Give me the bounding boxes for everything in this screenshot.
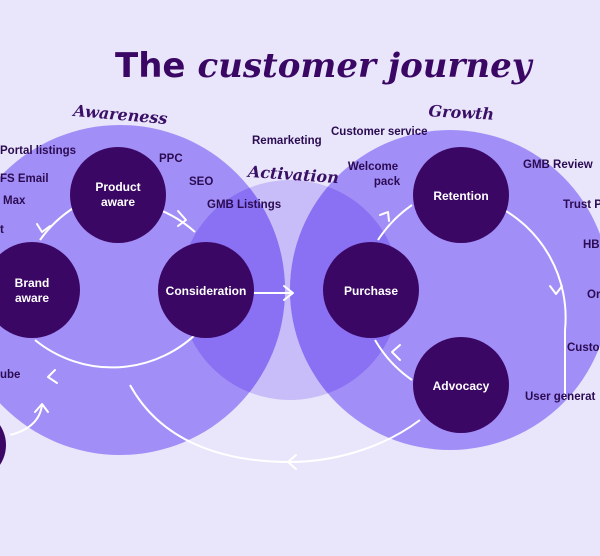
tag-custo: Custo [567, 342, 600, 354]
awareness-circle [0, 125, 285, 455]
tag-user-generated: User generat [525, 391, 595, 403]
node-offscreen [0, 425, 6, 465]
arc-retention-to-advocacy [494, 204, 567, 400]
flow-arrows [9, 204, 567, 464]
arrowhead-consideration [177, 210, 187, 227]
tag-hb: HB [583, 239, 600, 251]
node-brand-aware: Brand aware [0, 242, 80, 338]
node-purchase: Purchase [323, 242, 419, 338]
arc-advocacy-to-purchase [374, 339, 413, 381]
title-bold: The [115, 46, 185, 86]
arrowhead-bottom [287, 454, 297, 470]
node-consideration-label: Consideration [166, 284, 247, 298]
node-retention: Retention [413, 147, 509, 243]
node-advocacy-label: Advocacy [433, 379, 490, 393]
growth-circle [290, 130, 600, 450]
tag-portal-listings: Portal listings [0, 145, 76, 157]
page-title: The customer journey [115, 46, 534, 86]
node-consideration: Consideration [158, 242, 254, 338]
tag-t: t [0, 224, 4, 236]
arrowhead-left-entry [34, 403, 49, 413]
arrowhead-purchase [283, 285, 294, 301]
node-product-aware-line2: aware [101, 195, 135, 209]
node-brand-aware-line1: Brand [15, 276, 50, 290]
growth-overlap [290, 180, 400, 400]
tag-fs-email: FS Email [0, 173, 49, 185]
arc-consideration-to-brand [34, 329, 201, 369]
node-brand-aware-line2: aware [15, 291, 49, 305]
tag-welcome-pack-line2: pack [374, 176, 401, 188]
arc-purchase-to-retention [377, 204, 413, 241]
tag-gmb-review: GMB Review [523, 159, 593, 171]
tag-ube: ube [0, 369, 20, 381]
node-retention-label: Retention [433, 189, 488, 203]
node-purchase-label: Purchase [344, 284, 398, 298]
tag-trust: Trust P [563, 199, 600, 211]
arrowhead-product [36, 223, 51, 233]
arrowhead-retention [379, 211, 390, 222]
arrowhead-brand [47, 369, 58, 384]
stage-growth: Growth [428, 101, 494, 123]
arrowhead-right [549, 285, 563, 295]
node-product-aware: Product aware [70, 147, 166, 243]
tag-remarketing: Remarketing [252, 135, 322, 147]
tag-ppc: PPC [159, 153, 183, 165]
arc-left-entry [9, 404, 43, 436]
tag-gmb-listings: GMB Listings [207, 199, 281, 211]
title-italic: customer journey [197, 46, 533, 86]
arrowhead-purchase-return [391, 344, 401, 361]
tag-welcome-pack-line1: Welcome [348, 161, 398, 173]
tag-or: Or [587, 289, 600, 301]
tag-customer-service: Customer service [331, 126, 428, 138]
node-product-aware-line1: Product [95, 180, 140, 194]
node-advocacy: Advocacy [413, 337, 509, 433]
tag-seo: SEO [189, 176, 213, 188]
tag-max: Max [3, 195, 26, 207]
arc-advocacy-to-awareness [129, 384, 421, 464]
arrowheads [34, 210, 563, 470]
